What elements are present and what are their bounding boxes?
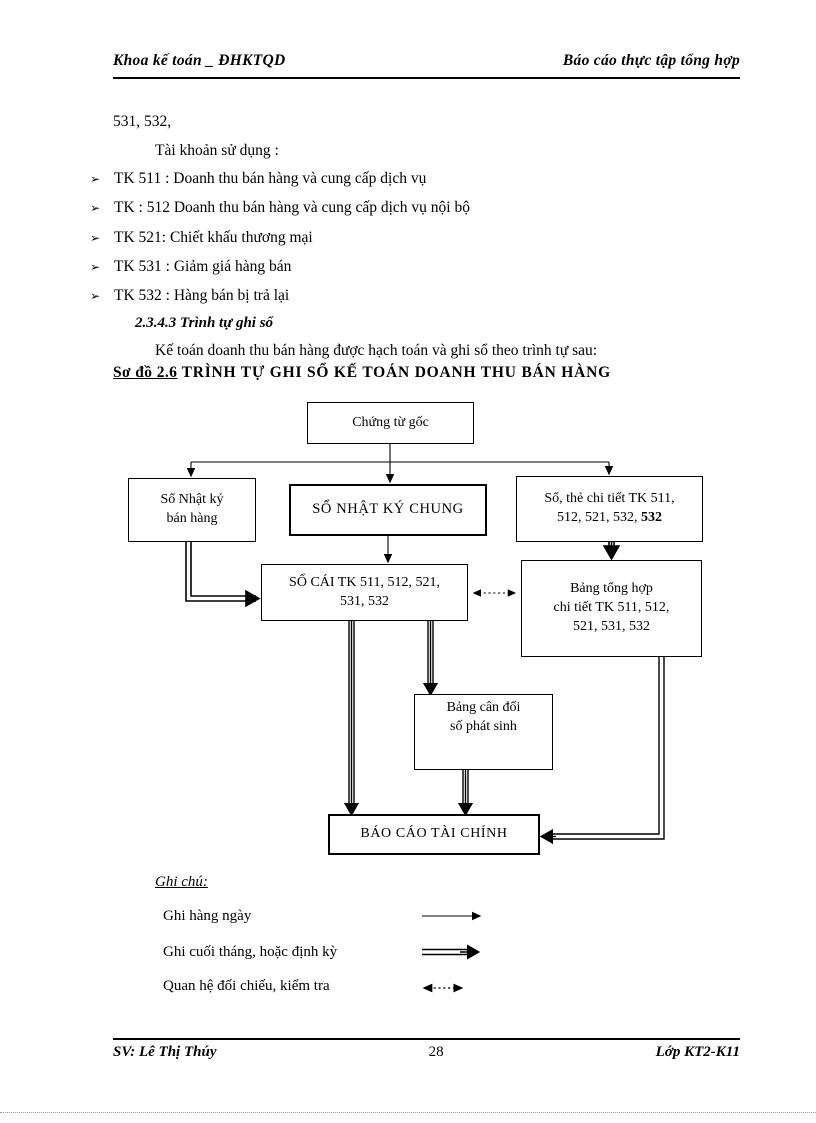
bullet-arrow-icon: ➢ [90,172,101,186]
double-thick-arrow-icon [422,944,481,960]
connector-nhatkybanhang-socai [185,542,261,608]
flow-box-bao-cao-tai-chinh[interactable]: BÁO CÁO TÀI CHÍNH [328,814,540,855]
diagram-caption: Sơ đồ 2.6 TRÌNH TỰ GHI SỔ KẾ TOÁN DOANH … [113,364,611,382]
list-item: ➢ TK 531 : Giảm giá hàng bán [90,258,291,276]
flow-box-label: Chứng từ gốc [352,414,429,430]
flow-box-bang-can-doi[interactable]: Bảng cân đối số phát sinh [414,694,553,770]
page-header: Khoa kế toán _ ĐHKTQD Báo cáo thực tập t… [113,52,740,70]
flow-box-so-nhat-ky-chung[interactable]: SỔ NHẬT KÝ CHUNG [289,484,487,536]
page-footer: SV: Lê Thị Thúy 28 Lớp KT2-K11 [113,1044,740,1061]
accounts-intro-line: Tài khoản sử dụng : [155,142,279,159]
diagram-caption-label: Sơ đồ 2.6 [113,364,178,381]
flow-box-so-cai[interactable]: SỔ CÁI TK 511, 512, 521, 531, 532 [261,564,468,621]
list-item: ➢ TK 532 : Hàng bán bị trả lại [90,287,289,305]
flow-box-label: Bảng cân đối số phát sinh [446,700,521,734]
section-paragraph: Kế toán doanh thu bán hàng được hạch toá… [155,342,598,359]
connector-chitiet-tonghop [602,542,621,561]
flow-box-label-wrap: Sổ, thẻ chi tiết TK 511, 512, 521, 532, … [544,490,674,528]
connector-cando-baocao [457,770,474,817]
list-item: ➢ TK : 512 Doanh thu bán hàng và cung cấ… [90,199,470,217]
page-number: 28 [428,1044,444,1060]
legend-item-crosscheck: Quan hệ đối chiếu, kiểm tra [163,978,330,994]
list-item: ➢ TK 511 : Doanh thu bán hàng và cung cấ… [90,170,426,188]
list-item-label: TK 531 : Giảm giá hàng bán [114,258,292,275]
flow-box-label: SỔ CÁI TK 511, 512, 521, 531, 532 [289,574,440,609]
diagram-caption-title: TRÌNH TỰ GHI SỔ KẾ TOÁN DOANH THU BÁN HÀ… [181,364,611,381]
flow-box-so-the-chi-tiet[interactable]: Sổ, thẻ chi tiết TK 511, 512, 521, 532, … [516,476,703,542]
dotted-double-headed-arrow-icon [422,983,464,993]
flow-box-label-emphasis: 532 [640,510,662,525]
accounts-continued-line: 531, 532, [113,113,172,130]
list-item: ➢ TK 521: Chiết khấu thương mại [90,229,313,247]
flow-box-label: Bảng tổng hợp chi tiết TK 511, 512, 521,… [553,581,670,634]
list-item-label: TK 532 : Hàng bán bị trả lại [114,287,290,304]
list-item-label: TK 521: Chiết khấu thương mại [114,229,313,246]
flow-box-label-line1: Sổ, thẻ chi tiết TK 511, [544,491,675,507]
bullet-arrow-icon: ➢ [90,231,101,245]
list-item-label: TK 511 : Doanh thu bán hàng và cung cấp … [114,170,427,187]
list-item-label: TK : 512 Doanh thu bán hàng và cung cấp … [114,199,470,216]
flow-box-label: BÁO CÁO TÀI CHÍNH [360,826,508,842]
flow-box-label: Sổ Nhật ký bán hàng [160,492,224,526]
flow-box-so-nhat-ky-ban-hang[interactable]: Sổ Nhật ký bán hàng [128,478,256,542]
connector-socai-baocao [343,621,360,817]
flow-box-label: SỔ NHẬT KÝ CHUNG [312,501,464,518]
footer-student-name: SV: Lê Thị Thúy [113,1044,217,1060]
section-heading: 2.3.4.3 Trình tự ghi sổ [135,315,274,331]
connector-socai-cando [422,621,439,697]
legend-item-monthly: Ghi cuối tháng, hoặc định kỳ [163,944,338,960]
footer-class-name: Lớp KT2-K11 [655,1044,740,1060]
flow-box-chung-tu-goc[interactable]: Chứng từ gốc [307,402,474,444]
header-left-text: Khoa kế toán _ ĐHKTQD [113,52,286,69]
bullet-arrow-icon: ➢ [90,260,101,274]
flow-box-bang-tong-hop[interactable]: Bảng tổng hợp chi tiết TK 511, 512, 521,… [521,560,702,657]
header-divider [113,77,740,79]
flow-box-label-line2: 512, 521, 532, [556,510,638,525]
legend-title: Ghi chú: [155,874,208,890]
connector-tonghop-baocao [539,657,665,845]
bullet-arrow-icon: ➢ [90,201,101,215]
footer-divider [113,1038,740,1040]
bottom-dotted-rule [0,1112,816,1114]
bullet-arrow-icon: ➢ [90,289,101,303]
single-thin-arrow-icon [422,911,482,921]
header-right-text: Báo cáo thực tập tổng hợp [562,52,740,69]
legend-item-daily: Ghi hàng ngày [163,908,252,924]
